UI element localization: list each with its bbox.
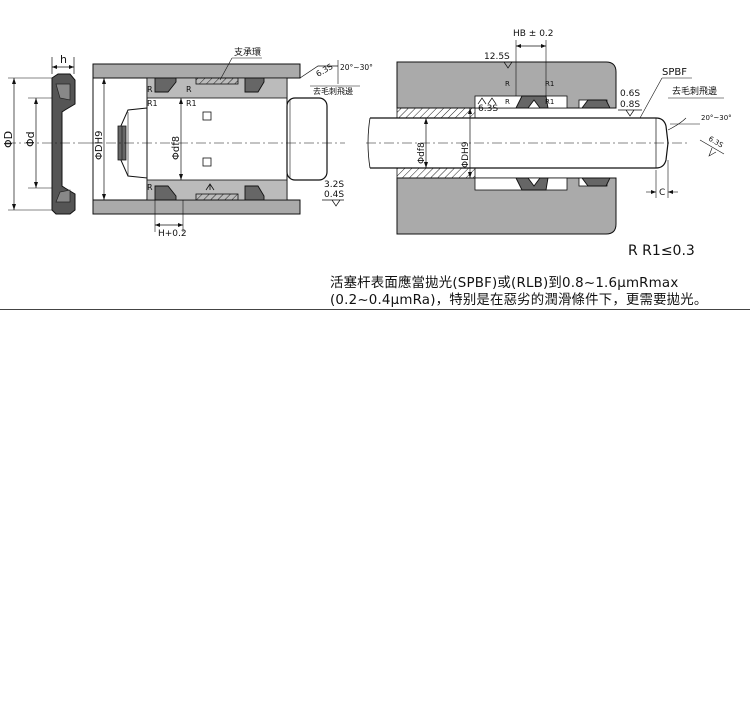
r1-label-2: R1 (186, 99, 197, 108)
polish-note-line-2: (0.2~0.4μmRa)，特别是在惡劣的潤滑條件下，更需要拋光。 (330, 293, 708, 308)
dim-H-label: H+0.2 (158, 229, 187, 239)
dim-DH9-label: ΦDH9 (94, 131, 105, 160)
roughness-top-label: 6.3S (315, 62, 335, 79)
seal-installation-drawing: h ΦD Φd (2, 29, 732, 239)
deburr-label-right: 去毛刺飛邊 (672, 85, 717, 97)
seal-profile-view: h ΦD Φd (2, 53, 90, 215)
dim-d-label: Φd (24, 131, 37, 147)
dim-C-label: C (659, 188, 665, 198)
r-label-2: R (186, 85, 192, 94)
divider (0, 309, 750, 310)
roughness-6-3b-label: 6.3S (707, 135, 725, 150)
roughness-0-6-label: 0.6S (620, 89, 640, 99)
polish-note-line-1: 活塞杆表面應當拋光(SPBF)或(RLB)到0.8~1.6μmRmax (330, 276, 679, 291)
r-label-1: R (147, 85, 153, 94)
r-label-right-1: R (505, 80, 510, 88)
roughness-6-3-label: 6.3S (478, 104, 498, 114)
r1-label-right-1: R1 (545, 80, 554, 88)
dim-df8-label: Φdf8 (171, 136, 182, 160)
r1-label-right-2: R1 (545, 98, 554, 106)
r-label-right-2: R (505, 98, 510, 106)
dim-h-label: h (60, 53, 67, 66)
roughness-low2-label: 0.4S (324, 190, 344, 200)
support-ring-label: 支承環 (234, 46, 261, 58)
r-label-3: R (147, 183, 153, 192)
roughness-0-8-label: 0.8S (620, 100, 640, 110)
spbf-label: SPBF (662, 67, 687, 78)
roughness-low1-label: 3.2S (324, 180, 344, 190)
dim-HB-label: HB ± 0.2 (513, 29, 554, 39)
dim-df8-right-label: Φdf8 (417, 142, 427, 164)
deburr-label-left: 去毛刺飛邊 (313, 86, 353, 96)
angle-label-right: 20°~30° (701, 114, 732, 122)
radius-note: R R1≤0.3 (628, 243, 695, 259)
r1-label-1: R1 (147, 99, 158, 108)
dim-DH9-right-label: ΦDH9 (461, 141, 471, 168)
rod-seal-assembly-view: HB ± 0.2 12.5S R R1 R R1 6.3S 0.6S 0.8S … (366, 29, 732, 235)
piston-assembly-view: ΦDH9 Φdf8 支承環 R R1 R R1 R 6.3S 20°~30° 去… (88, 46, 373, 239)
angle-label-left: 20°~30° (340, 63, 373, 72)
roughness-12-5-label: 12.5S (484, 52, 510, 62)
dim-D-label: ΦD (2, 131, 15, 148)
